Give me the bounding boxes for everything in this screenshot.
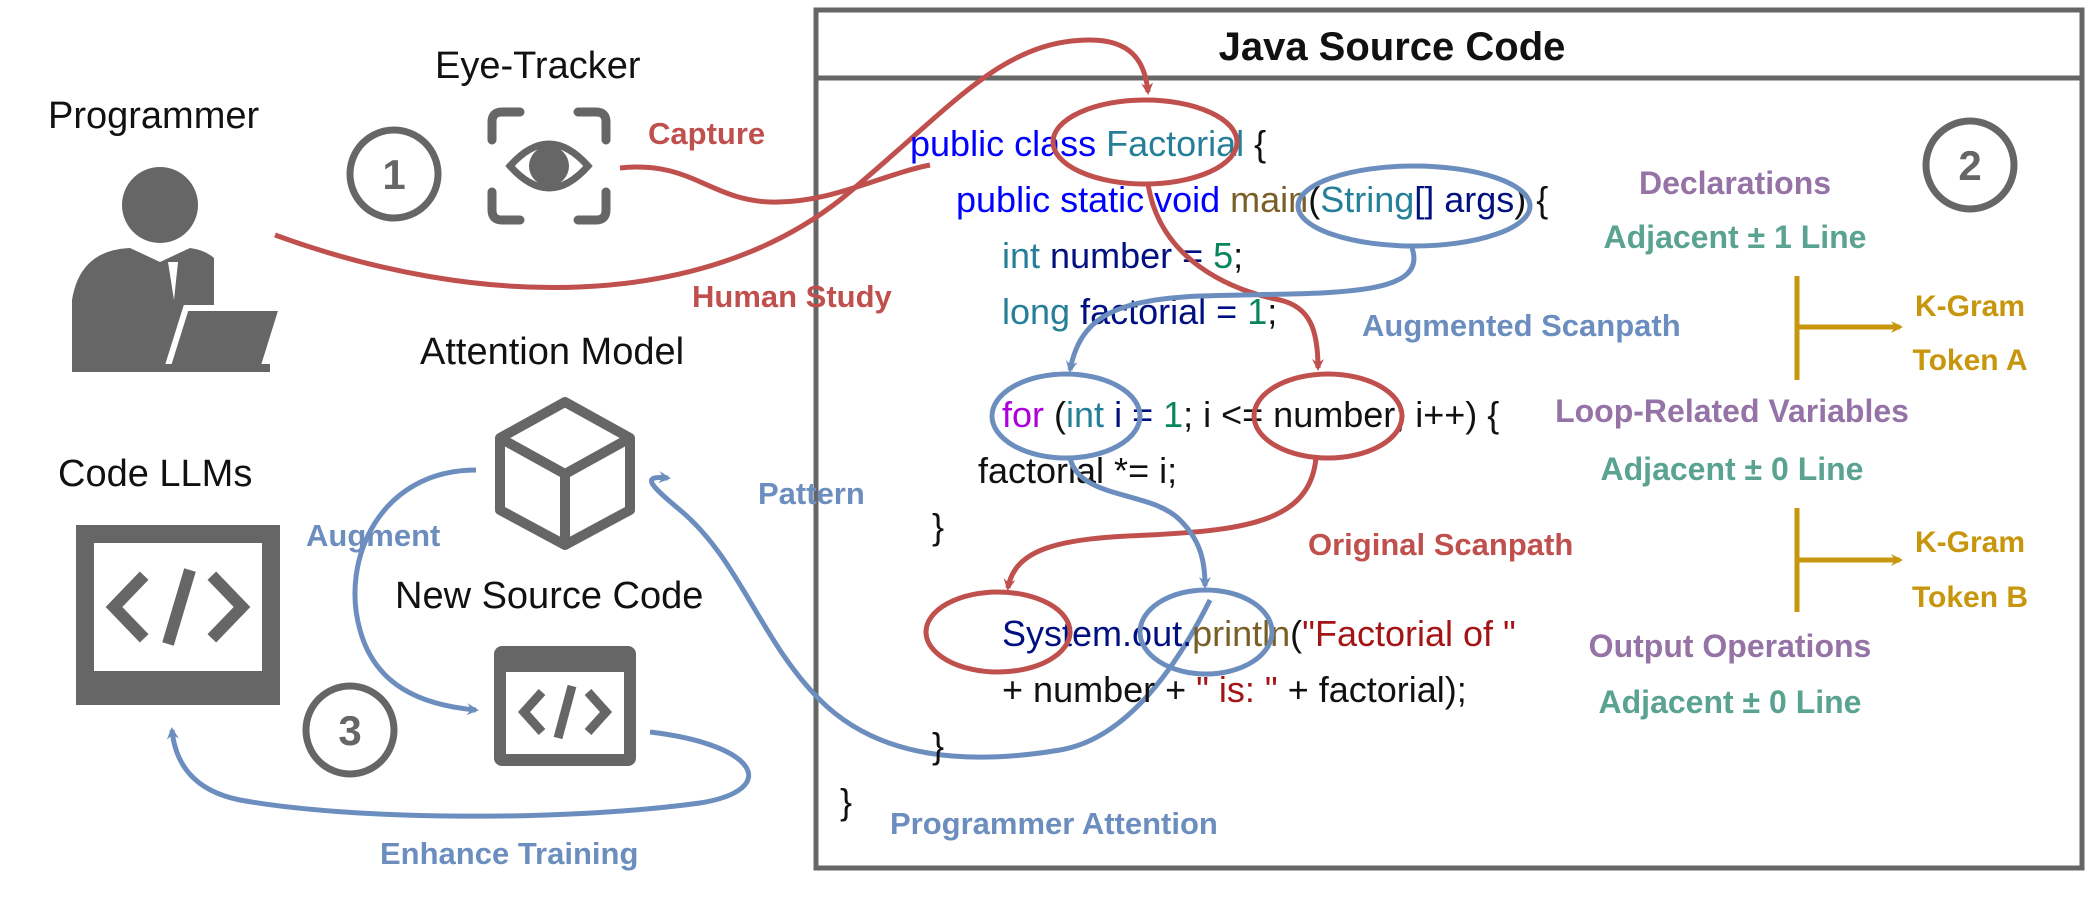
capture-label: Capture: [648, 116, 765, 151]
fixation-system: [923, 589, 1073, 675]
kgram-connector-a: [1794, 276, 1903, 380]
attention-model-label: Attention Model: [420, 331, 684, 373]
fixation-println: [1137, 587, 1275, 677]
svg-text:1: 1: [382, 151, 405, 198]
kgram-a-label: K-Gram: [1915, 290, 2025, 323]
code-line-8: System.out.println("Factorial of ": [932, 613, 1566, 654]
blue-path-1: [1065, 247, 1417, 373]
augmented-scanpath: [989, 163, 1533, 677]
adjacent-1-label: Adjacent ± 1 Line: [1604, 219, 1867, 255]
original-scanpath-label: Original Scanpath: [1308, 527, 1573, 562]
enhance-training-arrow: [166, 727, 751, 819]
capture-arrow: [619, 162, 931, 205]
output-ops-label: Output Operations: [1589, 628, 1872, 664]
java-code: public class Factorial { public static v…: [840, 123, 1598, 822]
human-study-arrow: [274, 37, 1154, 290]
step-2-badge: 2: [1922, 117, 2018, 213]
augment-label: Augment: [306, 518, 440, 553]
code-line-11: }: [840, 781, 852, 822]
eye-tracker-label: Eye-Tracker: [435, 45, 641, 87]
declarations-label: Declarations: [1639, 165, 1831, 201]
new-source-code-label: New Source Code: [395, 575, 703, 617]
augmented-scanpath-label: Augmented Scanpath: [1362, 308, 1681, 343]
adjacent-0a-label: Adjacent ± 0 Line: [1601, 451, 1864, 487]
pattern-arrow: [648, 471, 1213, 760]
code-line-1: public class Factorial {: [840, 123, 1316, 164]
cube-icon: [495, 397, 635, 550]
red-path-2: [1003, 457, 1319, 591]
augment-arrow: [352, 467, 479, 716]
svg-text:2: 2: [1958, 142, 1981, 189]
code-panel-title: Java Source Code: [1219, 25, 1566, 69]
code-panel-frame: [813, 7, 2085, 871]
step-3-badge: 3: [302, 682, 398, 778]
token-a-label: Token A: [1912, 344, 2027, 377]
token-b-label: Token B: [1912, 581, 2028, 614]
step-1-badge: 1: [346, 126, 442, 222]
code-line-7: }: [932, 506, 944, 547]
kgram-b-label: K-Gram: [1915, 526, 2025, 559]
human-study-label: Human Study: [692, 279, 893, 314]
svg-text:3: 3: [338, 707, 361, 754]
code-line-9: + number + " is: " + factorial);: [932, 669, 1517, 710]
fixation-int-i: [989, 371, 1143, 461]
fixation-factorial: [1050, 97, 1240, 187]
code-llms-label: Code LLMs: [58, 453, 252, 495]
fixation-number-loop: [1251, 371, 1405, 461]
blue-path-2: [1067, 457, 1211, 589]
code-llms-monitor-icon: [76, 525, 280, 705]
programmer-attention-label: Programmer Attention: [890, 806, 1218, 841]
code-line-10: }: [932, 725, 944, 766]
code-line-5: for (int i = 1; i <= number; i++) {: [932, 394, 1549, 435]
code-line-2: public static void main(String[] args) {: [886, 179, 1598, 220]
loop-vars-label: Loop-Related Variables: [1555, 393, 1909, 429]
code-line-3: int number = 5;: [932, 235, 1293, 276]
pattern-label: Pattern: [758, 476, 865, 511]
eye-tracker-icon: [487, 107, 611, 225]
code-panel: Java Source Code: [813, 7, 2085, 871]
new-source-code-window-icon: [494, 646, 636, 766]
fixation-string-args: [1295, 163, 1533, 249]
adjacent-0b-label: Adjacent ± 0 Line: [1599, 684, 1862, 720]
programmer-icon: [72, 167, 287, 375]
enhance-training-label: Enhance Training: [380, 836, 638, 871]
kgram-connector-b: [1794, 508, 1903, 612]
programmer-label: Programmer: [48, 95, 259, 137]
